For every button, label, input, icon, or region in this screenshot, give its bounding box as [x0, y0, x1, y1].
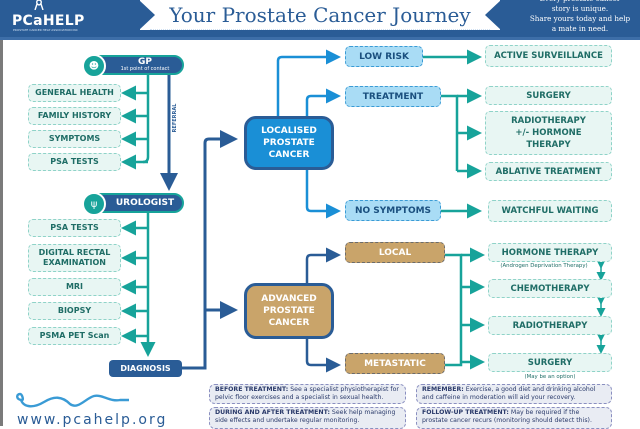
outcome-active-surveillance[interactable]: ACTIVE SURVEILLANCE	[485, 45, 612, 67]
branch-treatment[interactable]: TREATMENT	[345, 86, 441, 107]
gp-item-general-health[interactable]: GENERAL HEALTH	[28, 84, 121, 102]
referral-label: REFERRAL	[172, 103, 178, 133]
logo[interactable]: PCaHELP	[12, 13, 85, 29]
logo-subtitle: PROSTATE CANCER HELP ASSOCIATION INC	[13, 28, 78, 32]
gp-item-symptoms[interactable]: SYMPTOMS	[28, 130, 121, 148]
tagline: Every prostate cancer story is unique. S…	[520, 0, 640, 34]
localised-connectors	[276, 49, 341, 219]
tagline-line: Every prostate cancer	[520, 0, 640, 4]
ribbon-logo-icon	[34, 0, 44, 10]
title-dotted-line	[150, 29, 490, 30]
note-before-treatment: BEFORE TREATMENT: See a specialist physi…	[209, 384, 406, 404]
branch-no-symptoms[interactable]: NO SYMPTOMS	[345, 200, 441, 221]
page-title: Your Prostate Cancer Journey	[169, 3, 471, 27]
note-heading: FOLLOW-UP TREATMENT:	[422, 409, 509, 416]
note-heading: BEFORE TREATMENT:	[215, 386, 289, 393]
treatment-hormone-note: (Androgen Deprivation Therapy)	[500, 263, 588, 269]
gp-node[interactable]: ☻ GP 1st point of contact	[82, 54, 184, 78]
urologist-item-psma-pet[interactable]: PSMA PET Scan	[28, 327, 121, 345]
note-text: May be required if the prostate cancer r…	[422, 409, 592, 424]
tagline-line: story is unique.	[551, 4, 609, 13]
website-link[interactable]: www.pcahelp.org	[17, 412, 168, 428]
diagnosis-node[interactable]: DIAGNOSIS	[109, 360, 182, 377]
urologist-item-psa-tests[interactable]: PSA TESTS	[28, 219, 121, 237]
outcome-surgery[interactable]: SURGERY	[485, 86, 612, 105]
gp-title: GP	[138, 57, 152, 67]
advanced-connectors	[305, 247, 341, 373]
note-remember: REMEMBER: Exercise, a good diet and drin…	[416, 384, 612, 404]
note-heading: REMEMBER:	[422, 386, 464, 393]
treatment-hormone-therapy[interactable]: HORMONE THERAPY	[488, 243, 612, 262]
outcome-watchful-waiting[interactable]: WATCHFUL WAITING	[488, 200, 612, 222]
left-border	[0, 40, 3, 426]
urologist-node[interactable]: ψ UROLOGIST	[82, 192, 184, 216]
header-divider	[0, 37, 640, 40]
note-text: Exercise, a good diet and drinking alcoh…	[422, 386, 596, 401]
branch-metastatic[interactable]: METASTATIC	[345, 353, 445, 374]
urologist-connectors	[121, 213, 156, 357]
advanced-node[interactable]: ADVANCED PROSTATE CANCER	[244, 283, 334, 339]
treatment-chemotherapy[interactable]: CHEMOTHERAPY	[488, 279, 612, 298]
gp-item-psa-tests[interactable]: PSA TESTS	[28, 153, 121, 171]
title-ribbon	[139, 0, 501, 30]
urologist-item-mri[interactable]: MRI	[28, 278, 121, 296]
prostate-icon: ψ	[82, 192, 106, 216]
gp-subtitle: 1st point of contact	[120, 66, 170, 72]
urologist-item-biopsy[interactable]: BIOPSY	[28, 302, 121, 320]
branch-local[interactable]: LOCAL	[345, 242, 445, 263]
urologist-item-dre[interactable]: DIGITAL RECTAL EXAMINATION	[28, 244, 121, 272]
diagnosis-connectors	[182, 130, 238, 370]
doctor-icon: ☻	[82, 54, 106, 78]
localised-node[interactable]: LOCALISED PROSTATE CANCER	[244, 116, 334, 170]
tagline-line: Share yours today and help	[529, 14, 631, 23]
ribbon-wave-icon	[16, 392, 129, 408]
gp-connectors	[121, 71, 150, 170]
tagline-line: a mate in need.	[551, 24, 609, 33]
treatment-radiotherapy[interactable]: RADIOTHERAPY	[488, 316, 612, 335]
gp-item-family-history[interactable]: FAMILY HISTORY	[28, 107, 121, 125]
urologist-title: UROLOGIST	[115, 198, 175, 208]
note-heading: DURING AND AFTER TREATMENT:	[215, 409, 330, 416]
note-text: Seek help managing side effects and unde…	[215, 409, 396, 424]
note-text: See a specialist physiotherapist for pel…	[215, 386, 399, 401]
outcome-radiotherapy-hormone[interactable]: RADIOTHERAPY +/- HORMONE THERAPY	[485, 111, 612, 155]
branch-low-risk[interactable]: LOW RISK	[345, 46, 423, 67]
outcome-ablative-treatment[interactable]: ABLATIVE TREATMENT	[485, 162, 612, 181]
treatment-surgery[interactable]: SURGERY	[488, 353, 612, 372]
treatment-surgery-note: (May be an option)	[524, 374, 576, 380]
